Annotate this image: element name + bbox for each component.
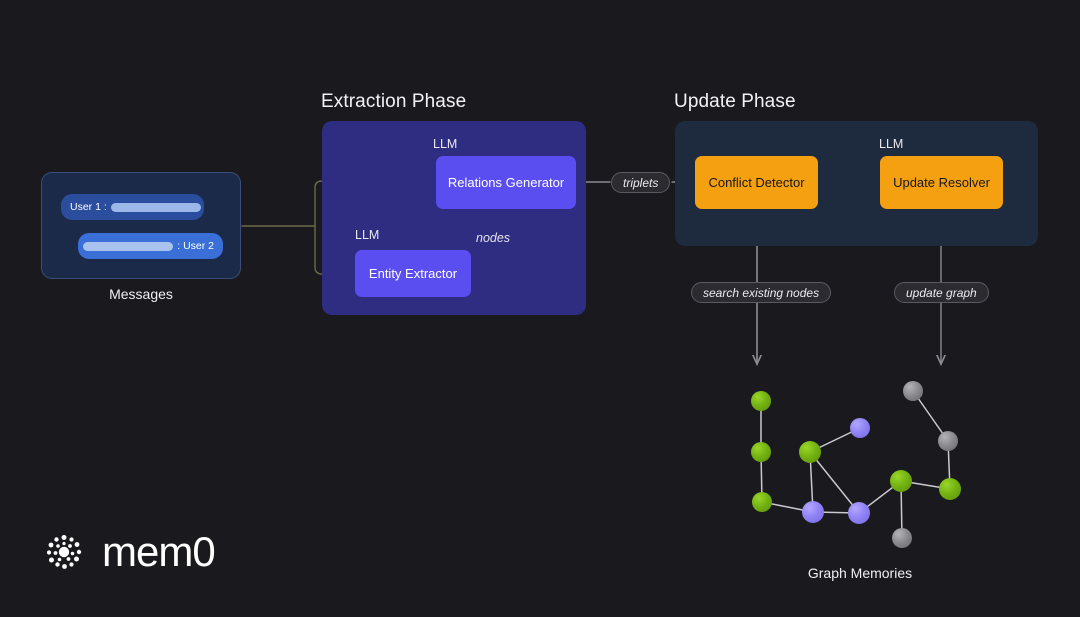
llm-caption-update-resolver: LLM (879, 137, 904, 151)
graph-node[interactable] (751, 391, 771, 411)
graph-node[interactable] (890, 470, 912, 492)
message-bubble-user2-placeholder-bar (83, 241, 174, 251)
graph-node[interactable] (903, 381, 923, 401)
graph-node[interactable] (938, 431, 958, 451)
graph-node[interactable] (939, 478, 961, 500)
graph-node[interactable] (751, 442, 771, 462)
edge-label-search-existing-nodes: search existing nodes (691, 282, 832, 303)
llm-caption-entity-extractor: LLM (355, 228, 380, 242)
graph-node[interactable] (799, 441, 821, 463)
update-phase-title: Update Phase (674, 91, 796, 112)
graph-node[interactable] (752, 492, 772, 512)
edge-label-triplets: triplets (611, 172, 671, 193)
message-bubble-user1-label: User 1 : (70, 201, 107, 213)
dot-cluster-logo-icon (46, 535, 82, 569)
edge-label-update-graph: update graph (894, 282, 989, 303)
messages-card: User 1 : : User 2 (41, 172, 241, 279)
brand-wordmark: mem0 (102, 528, 216, 575)
graph-memories-caption: Graph Memories (807, 565, 913, 581)
message-bubble-user2: : User 2 (78, 233, 223, 259)
graph-node[interactable] (802, 501, 824, 523)
message-bubble-user2-label: : User 2 (177, 240, 214, 252)
edge-label-nodes: nodes (476, 231, 511, 245)
graph-node[interactable] (848, 502, 870, 524)
conflict-detector-box[interactable]: Conflict Detector (695, 156, 818, 209)
graph-node[interactable] (850, 418, 870, 438)
update-resolver-box[interactable]: Update Resolver (880, 156, 1003, 209)
messages-caption: Messages (109, 286, 173, 302)
llm-caption-relations-generator: LLM (433, 137, 458, 151)
message-bubble-user1: User 1 : (61, 194, 204, 220)
entity-extractor-box[interactable]: Entity Extractor (355, 250, 471, 297)
brand-logo: mem0 (40, 528, 216, 576)
relations-generator-box[interactable]: Relations Generator (436, 156, 576, 209)
extraction-phase-title: Extraction Phase (321, 91, 467, 112)
graph-node[interactable] (892, 528, 912, 548)
message-bubble-user1-placeholder-bar (110, 202, 201, 212)
